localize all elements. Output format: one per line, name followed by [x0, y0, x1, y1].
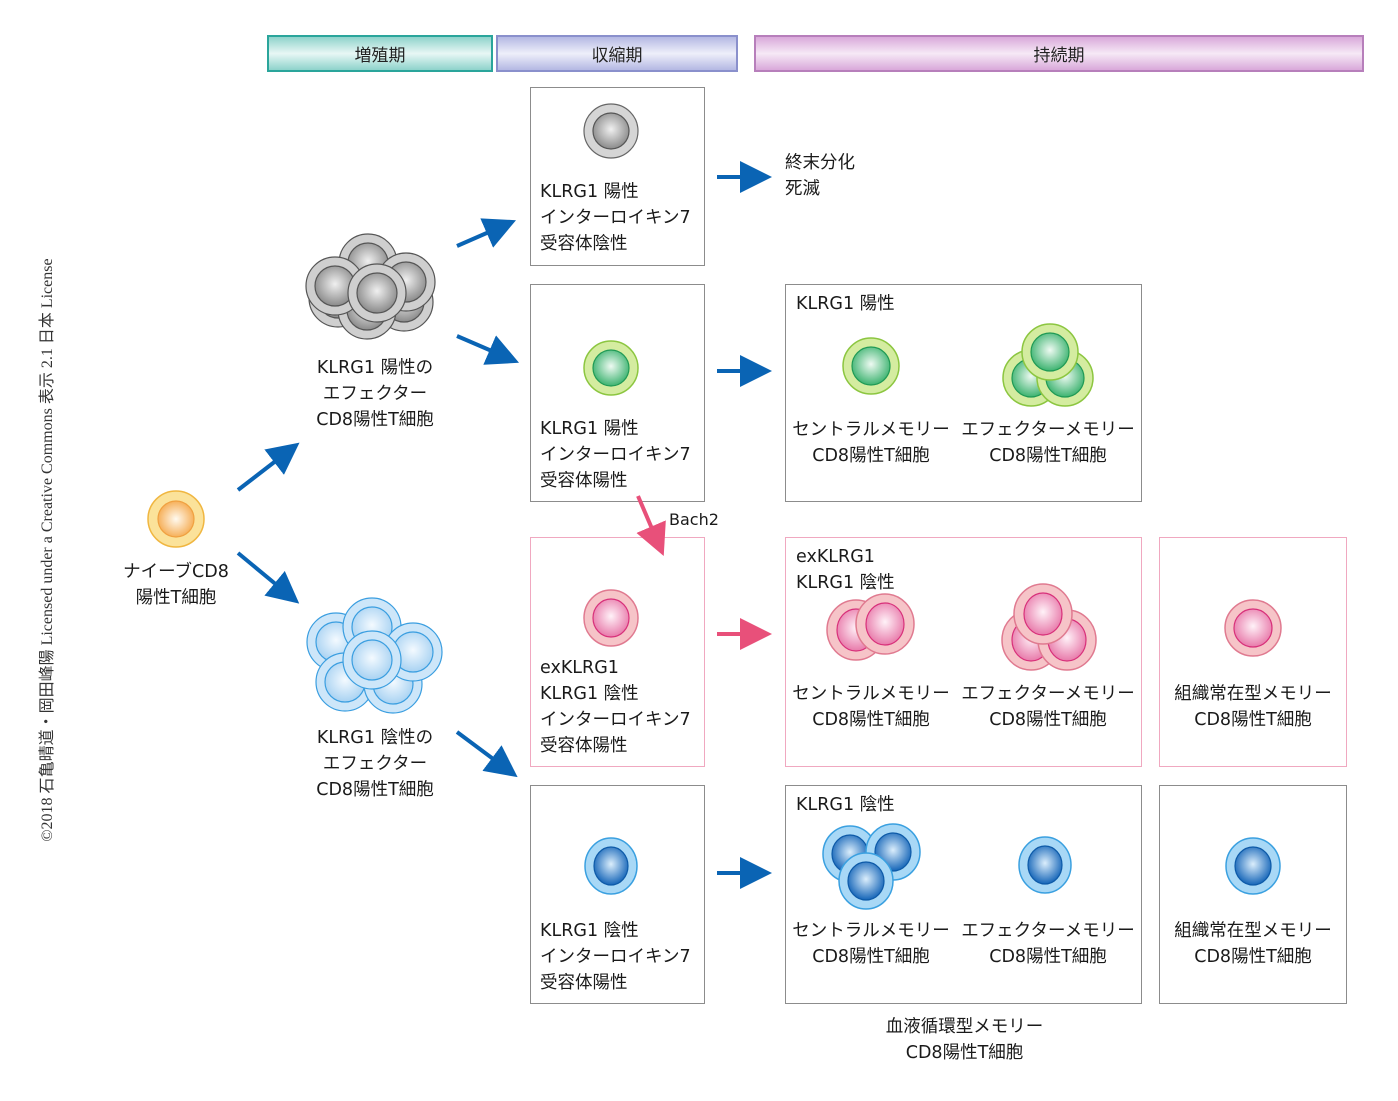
green-effector-memory-cluster-icon [1002, 323, 1094, 407]
phase-contraction: 収縮期 [496, 35, 738, 72]
phase-contraction-label: 収縮期 [591, 46, 643, 66]
blue-central-memory-cluster-icon [822, 823, 921, 910]
naive-label-line1: ナイーブCD8 [123, 562, 229, 582]
box4-line1: KLRG1 陰性 [540, 921, 639, 941]
effector-pos-line1: KLRG1 陽性の [316, 358, 434, 378]
phase-persistence: 持続期 [754, 35, 1364, 72]
green-central-line2: CD8陽性T細胞 [812, 446, 930, 466]
box-klrg1neg-il7r-pos [530, 785, 705, 1004]
contraction-box1-label: KLRG1 陽性 インターロイキン7 受容体陰性 [540, 179, 691, 257]
bach2-label: Bach2 [669, 510, 719, 529]
effector-neg-line3: CD8陽性T細胞 [316, 780, 434, 800]
box3-line3: インターロイキン7 [540, 710, 691, 730]
pink-resident-memory-label: 組織常在型メモリー CD8陽性T細胞 [1160, 681, 1346, 733]
phase-proliferation: 増殖期 [267, 35, 493, 72]
pink-resident-line2: CD8陽性T細胞 [1194, 710, 1312, 730]
effector-pos-line2: エフェクター [322, 384, 428, 404]
arrow-bach2 [636, 495, 666, 557]
effector-neg-line2: エフェクター [322, 754, 428, 774]
pink-effector-line2: CD8陽性T細胞 [989, 710, 1107, 730]
naive-label-line2: 陽性T細胞 [135, 588, 217, 608]
phase-proliferation-label: 増殖期 [354, 46, 406, 66]
klrg1-pos-effector-cluster-icon [305, 233, 436, 340]
pink-resident-memory-cell-icon [1224, 599, 1282, 657]
klrg1-neg-effector-cluster-icon [306, 597, 443, 714]
box2-line3: 受容体陽性 [540, 471, 628, 491]
box-exklrg1-il7r-pos [530, 537, 705, 767]
box3-line1: exKLRG1 [540, 658, 619, 678]
contraction-box2-label: KLRG1 陽性 インターロイキン7 受容体陽性 [540, 416, 691, 494]
green-effector-memory-label: エフェクターメモリー CD8陽性T細胞 [960, 417, 1136, 469]
pink-central-line1: セントラルメモリー [792, 684, 950, 704]
box1-line2: インターロイキン7 [540, 208, 691, 228]
box1-line3: 受容体陰性 [540, 234, 628, 254]
box3-line4: 受容体陽性 [540, 736, 628, 756]
effector-pos-line3: CD8陽性T細胞 [316, 410, 434, 430]
pink-effector-memory-label: エフェクターメモリー CD8陽性T細胞 [960, 681, 1136, 733]
green-effector-line2: CD8陽性T細胞 [989, 446, 1107, 466]
klrg1-neg-effector-label: KLRG1 陰性の エフェクター CD8陽性T細胞 [280, 725, 470, 803]
blue-central-line2: CD8陽性T細胞 [812, 947, 930, 967]
naive-cell-label: ナイーブCD8 陽性T細胞 [106, 559, 246, 611]
arrow-naive-to-klrg1pos [236, 442, 300, 492]
arrow-naive-to-klrg1neg [236, 551, 300, 604]
box4-line2: インターロイキン7 [540, 947, 691, 967]
blue-resident-memory-cell-icon [1225, 837, 1281, 895]
green-row-header: KLRG1 陽性 [796, 294, 895, 314]
circulating-line2: CD8陽性T細胞 [905, 1043, 1024, 1063]
blue-cell-icon [584, 837, 638, 895]
blue-effector-line2: CD8陽性T細胞 [989, 947, 1107, 967]
pink-effector-memory-cluster-icon [1001, 583, 1097, 671]
naive-cd8-t-cell-icon [147, 490, 205, 548]
pink-effector-line1: エフェクターメモリー [961, 684, 1135, 704]
box1-line1: KLRG1 陽性 [540, 182, 639, 202]
terminal-fate-label: 終末分化 死滅 [785, 150, 855, 202]
blue-resident-line1: 組織常在型メモリー [1174, 921, 1332, 941]
fate-line2: 死滅 [785, 179, 820, 199]
pink-central-line2: CD8陽性T細胞 [812, 710, 930, 730]
arrow-effector-to-il7r-neg [456, 218, 516, 248]
pink-central-memory-cluster-icon [826, 593, 915, 661]
green-central-memory-label: セントラルメモリー CD8陽性T細胞 [786, 417, 956, 469]
circulating-line1: 血液循環型メモリー [885, 1017, 1044, 1037]
grey-cell-icon [583, 103, 639, 159]
blue-central-line1: セントラルメモリー [792, 921, 950, 941]
box2-line2: インターロイキン7 [540, 445, 691, 465]
phase-persistence-label: 持続期 [1033, 46, 1085, 66]
pink-header-line2: KLRG1 陰性 [796, 573, 895, 593]
pink-row-header: exKLRG1 KLRG1 陰性 [796, 544, 895, 596]
blue-effector-line1: エフェクターメモリー [961, 921, 1135, 941]
contraction-box4-label: KLRG1 陰性 インターロイキン7 受容体陽性 [540, 918, 691, 996]
blue-central-memory-label: セントラルメモリー CD8陽性T細胞 [786, 918, 956, 970]
arrow-effector-to-il7r-pos [456, 334, 520, 365]
pink-cell-icon [583, 589, 639, 647]
box4-line3: 受容体陽性 [540, 973, 628, 993]
blue-resident-memory-label: 組織常在型メモリー CD8陽性T細胞 [1160, 918, 1346, 970]
pink-central-memory-label: セントラルメモリー CD8陽性T細胞 [786, 681, 956, 733]
contraction-box3-label: exKLRG1 KLRG1 陰性 インターロイキン7 受容体陽性 [540, 655, 691, 759]
blue-effector-memory-label: エフェクターメモリー CD8陽性T細胞 [960, 918, 1136, 970]
blue-row-header: KLRG1 陰性 [796, 795, 895, 815]
box2-line1: KLRG1 陽性 [540, 419, 639, 439]
fate-line1: 終末分化 [785, 153, 855, 173]
green-central-memory-cell-icon [842, 337, 900, 395]
pink-header-line1: exKLRG1 [796, 547, 875, 567]
green-cell-icon [583, 340, 639, 396]
circulating-memory-label: 血液循環型メモリー CD8陽性T細胞 [786, 1014, 1143, 1066]
pink-resident-line1: 組織常在型メモリー [1174, 684, 1332, 704]
green-effector-line1: エフェクターメモリー [961, 420, 1135, 440]
arrow-klrg1neg-effector-to-contraction [455, 730, 518, 778]
green-central-line1: セントラルメモリー [792, 420, 950, 440]
blue-effector-memory-cell-icon [1018, 836, 1072, 894]
klrg1-pos-effector-label: KLRG1 陽性の エフェクター CD8陽性T細胞 [280, 355, 470, 433]
blue-resident-line2: CD8陽性T細胞 [1194, 947, 1312, 967]
box3-line2: KLRG1 陰性 [540, 684, 639, 704]
effector-neg-line1: KLRG1 陰性の [316, 728, 434, 748]
